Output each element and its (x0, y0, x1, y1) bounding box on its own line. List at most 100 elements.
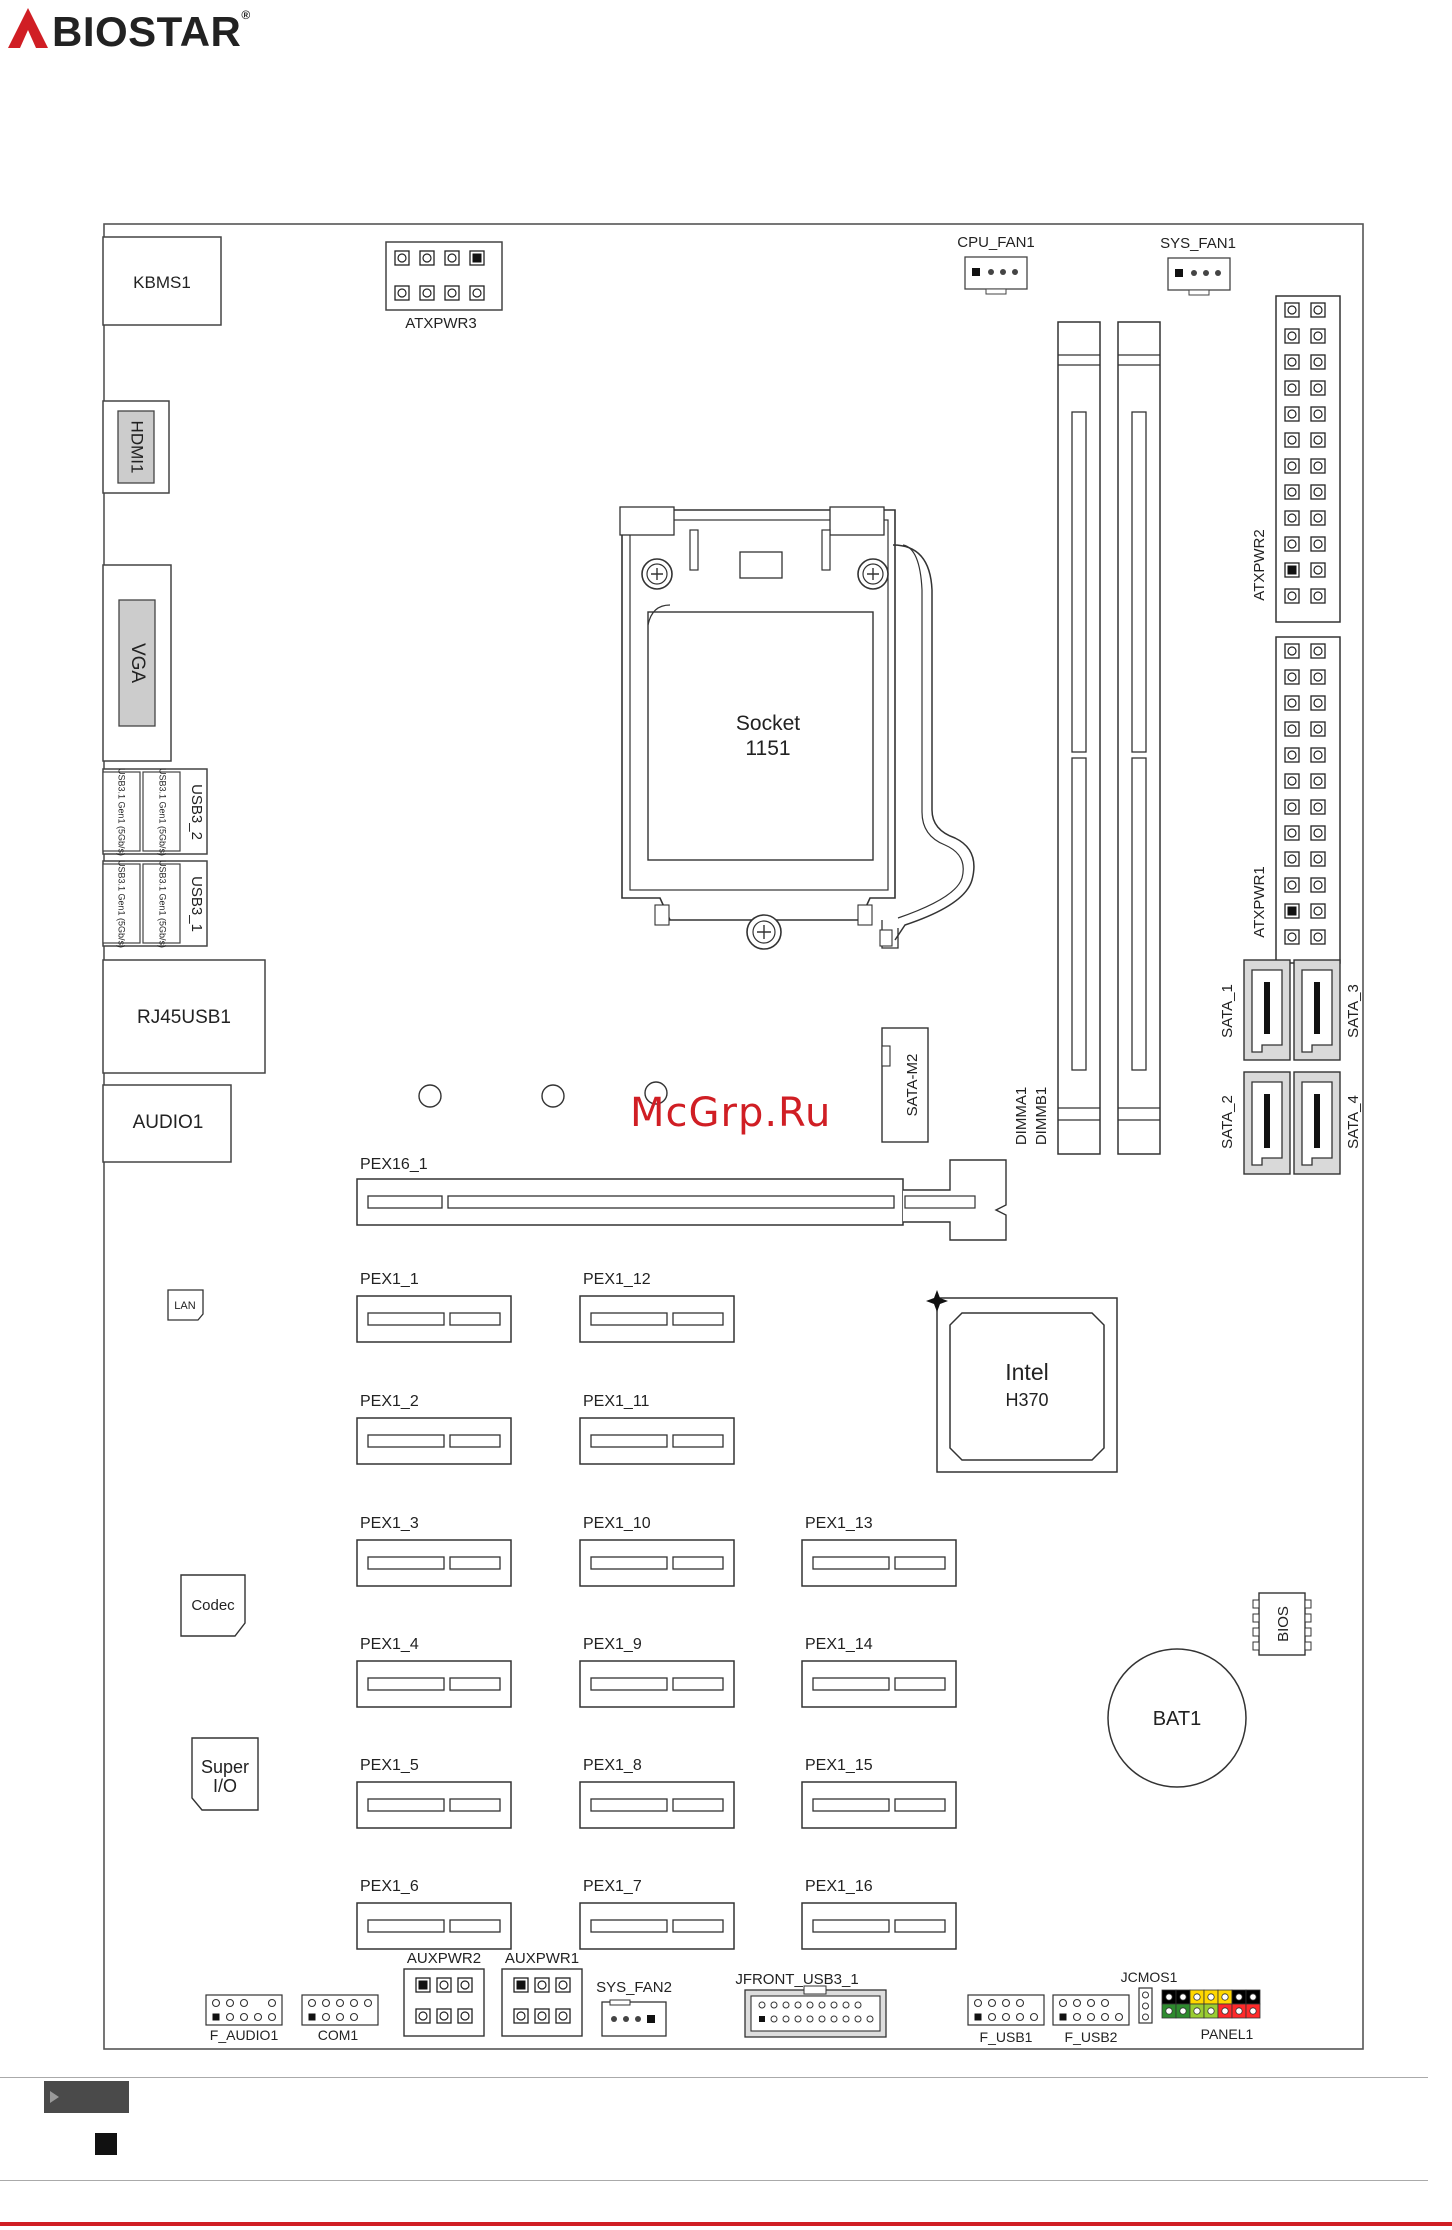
bios-label: BIOS (1275, 1606, 1292, 1642)
battery-label: BAT1 (1153, 1708, 1202, 1730)
atxpwr1-label: ATXPWR1 (1251, 866, 1268, 937)
rj45usb1-label: RJ45USB1 (137, 1007, 231, 1028)
pex1-slot-key (367, 1919, 445, 1933)
battery-bat1: BAT1 (1107, 1648, 1247, 1788)
dimma1-label: DIMMA1 (1013, 1087, 1030, 1145)
lan-chip: LAN (167, 1289, 204, 1321)
pex1-slot-key (672, 1434, 724, 1448)
cpu-fan1-label: CPU_FAN1 (957, 234, 1035, 251)
bios-chip: BIOS (1252, 1592, 1312, 1656)
socket-label-line1: Socket (736, 712, 800, 735)
sata-4-label: SATA_4 (1345, 1095, 1362, 1149)
pex1-6-slot: PEX1_6 (356, 1878, 512, 1950)
pex1-12-slot: PEX1_12 (579, 1271, 735, 1343)
usb3-1-label: USB3_1 (188, 876, 205, 932)
pex1-slot-key (367, 1434, 445, 1448)
atxpwr2-connector (1275, 295, 1341, 623)
pex1-1-slot: PEX1_1 (356, 1271, 512, 1343)
pex1-slot-key (367, 1798, 445, 1812)
sata-3-port (1293, 959, 1341, 1061)
pex1-slot-key (449, 1434, 501, 1448)
brand-name: BIOSTAR® (52, 8, 251, 55)
mounting-hole (644, 1081, 668, 1105)
f-audio1-header (205, 1994, 283, 2026)
codec-label: Codec (191, 1597, 235, 1614)
f-audio1-label: F_AUDIO1 (210, 2027, 279, 2043)
pex1-slot-key (812, 1919, 890, 1933)
pex1-10-label: PEX1_10 (583, 1515, 651, 1532)
pex1-slot-key (590, 1556, 668, 1570)
atxpwr1-connector (1275, 636, 1341, 964)
intel-h370-chipset: Intel H370 (926, 1290, 1118, 1473)
pex1-3-slot: PEX1_3 (356, 1515, 512, 1587)
pex1-2-slot: PEX1_2 (356, 1393, 512, 1465)
super-io-label-line1: Super (201, 1757, 249, 1777)
usb3-1-port-b-text: USB3.1 Gen1 (5Gb/s) (158, 860, 168, 948)
pex1-slot-key (449, 1677, 501, 1691)
sys-fan2-header: SYS_FAN2 (596, 1979, 672, 2037)
jcmos1-jumper: JCMOS1 (1121, 1969, 1178, 2024)
pex1-9-label: PEX1_9 (583, 1636, 642, 1653)
pex16-1-slot: PEX16_1 (356, 1156, 1007, 1241)
pex1-slot-key (590, 1434, 668, 1448)
pex1-16-slot: PEX1_16 (801, 1878, 957, 1950)
pex1-slot-key (590, 1677, 668, 1691)
pex1-slot-key (894, 1556, 946, 1570)
pex1-slot-key (449, 1312, 501, 1326)
cpu-fan1-header: CPU_FAN1 (957, 234, 1035, 295)
dimm-b1-slot (1117, 321, 1161, 1155)
pch-label-line2: H370 (1005, 1390, 1048, 1410)
pch-label-line1: Intel (1005, 1359, 1048, 1385)
pex1-13-label: PEX1_13 (805, 1515, 873, 1532)
pex1-slot-key (672, 1556, 724, 1570)
pex1-16-label: PEX1_16 (805, 1878, 873, 1895)
pex1-5-label: PEX1_5 (360, 1757, 419, 1774)
f-usb2-header (1052, 1994, 1130, 2026)
pex1-7-slot: PEX1_7 (579, 1878, 735, 1950)
bullet-square-icon (95, 2133, 117, 2155)
mounting-hole (418, 1084, 442, 1108)
pex1-15-slot: PEX1_15 (801, 1757, 957, 1829)
pex1-slot-key (449, 1556, 501, 1570)
rj45usb1-connector: RJ45USB1 (102, 959, 266, 1074)
sata-m2-label: SATA-M2 (904, 1054, 921, 1117)
pex1-slot-key (894, 1798, 946, 1812)
pex1-slot-key (367, 1556, 445, 1570)
socket-label-line2: 1151 (745, 737, 790, 760)
pex1-slot-key (449, 1798, 501, 1812)
vga-connector: VGA (102, 564, 172, 762)
pex1-slot-key (812, 1556, 890, 1570)
pex1-4-slot: PEX1_4 (356, 1636, 512, 1708)
auxpwr1-connector: AUXPWR1 (501, 1950, 583, 2037)
atxpwr2-label: ATXPWR2 (1251, 529, 1268, 600)
pex1-13-slot: PEX1_13 (801, 1515, 957, 1587)
pex1-slot-key (449, 1919, 501, 1933)
sata-3-label: SATA_3 (1345, 984, 1362, 1038)
pex1-3-label: PEX1_3 (360, 1515, 419, 1532)
pex1-15-label: PEX1_15 (805, 1757, 873, 1774)
pex1-slot-key (672, 1677, 724, 1691)
sata-4-port (1293, 1071, 1341, 1175)
lan-label: LAN (174, 1300, 195, 1312)
atxpwr3-connector: ATXPWR3 (385, 241, 503, 332)
super-io-label-line2: I/O (213, 1776, 237, 1796)
pex1-14-slot: PEX1_14 (801, 1636, 957, 1708)
jfront-usb3-1-label: JFRONT_USB3_1 (735, 1971, 858, 1988)
sata-2-label: SATA_2 (1219, 1095, 1236, 1149)
section-tag-marker (44, 2081, 129, 2113)
kbms1-label: KBMS1 (133, 273, 191, 292)
footer-accent-line (0, 2222, 1452, 2226)
panel1-label: PANEL1 (1201, 2026, 1254, 2042)
pex1-slot-key (367, 1677, 445, 1691)
pex1-8-slot: PEX1_8 (579, 1757, 735, 1829)
hdmi1-connector: HDMI1 (102, 400, 170, 494)
watermark: McGrp.Ru (630, 1090, 832, 1136)
sys-fan2-label: SYS_FAN2 (596, 1979, 672, 1996)
jcmos1-label: JCMOS1 (1121, 1969, 1178, 1985)
super-io-chip: Super I/O (191, 1737, 259, 1811)
auxpwr2-label: AUXPWR2 (407, 1950, 481, 1967)
pex1-2-label: PEX1_2 (360, 1393, 419, 1410)
auxpwr2-connector: AUXPWR2 (403, 1950, 485, 2037)
pex1-slot-key (590, 1312, 668, 1326)
